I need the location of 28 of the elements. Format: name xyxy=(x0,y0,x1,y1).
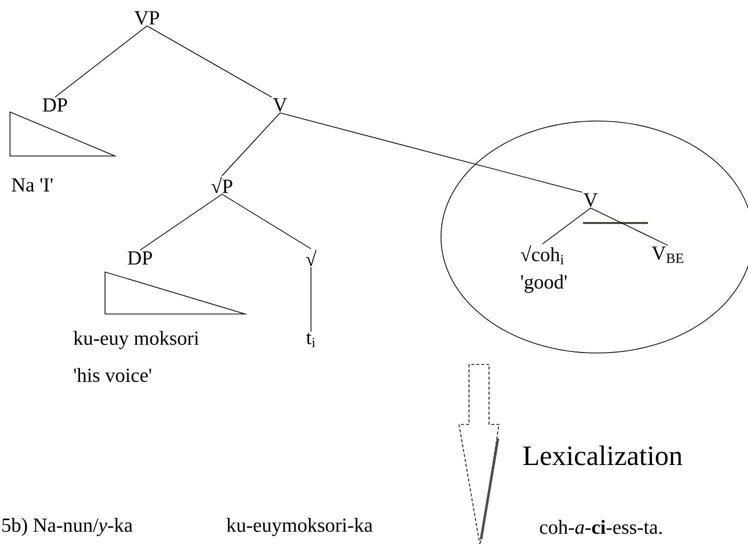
tree-node-label: V xyxy=(273,98,287,112)
tree-node-label: V xyxy=(584,193,598,207)
tree-branch xyxy=(54,26,148,98)
tree-node-label: √coh$_{i}$ xyxy=(520,245,564,264)
block-arrow xyxy=(458,364,500,544)
edge-label: Lexicalization xyxy=(523,446,682,466)
tree-node-label: t$_{i}$ xyxy=(306,332,316,348)
tree-branch xyxy=(140,194,222,251)
tree-node-label: VP xyxy=(134,11,159,25)
tree-node-label: √P xyxy=(211,177,232,193)
tree-branch xyxy=(542,208,591,245)
example-sentence: ku-euymoksori-ka xyxy=(226,518,373,536)
example-sentence: coh-a-ci-ess-ta. xyxy=(540,520,662,534)
gloss-text: Na 'I' xyxy=(12,178,53,192)
gloss-text: 'his voice' xyxy=(74,368,152,382)
tree-branch xyxy=(146,26,272,98)
tree-node-label: DP xyxy=(128,251,152,265)
tree-branch xyxy=(590,208,668,246)
tree-branch xyxy=(222,194,312,250)
tree-branch xyxy=(222,112,280,176)
tree-branch xyxy=(310,266,312,332)
gloss-text: 'good' xyxy=(521,274,567,293)
tree-node-label: V$_{BE}$ xyxy=(652,246,684,263)
gloss-text: ku-euy moksori xyxy=(74,330,199,350)
tree-branch xyxy=(280,112,583,193)
example-sentence: 5b) Na-nun/y-ka xyxy=(2,518,133,536)
tree-node-label: √ xyxy=(306,250,316,266)
tree-node-label: DP xyxy=(42,98,67,112)
